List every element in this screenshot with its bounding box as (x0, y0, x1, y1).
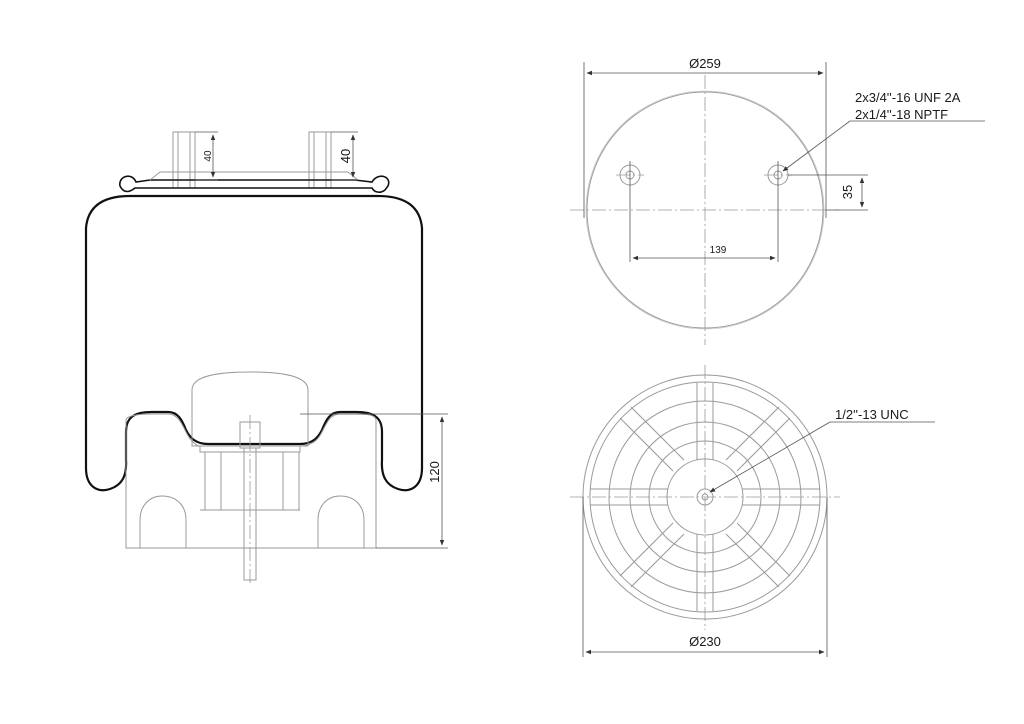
dim-stud-offset: 35 (788, 174, 868, 211)
center-bolt (239, 415, 261, 585)
stud-thread-line1: 2x3/4''-16 UNF 2A (855, 90, 961, 105)
dim-stud-left: 40 (195, 131, 218, 181)
bottom-thread-callout: 1/2''-13 UNC (709, 407, 935, 493)
piston (125, 371, 377, 549)
stud-hole-left (616, 161, 644, 262)
dim-stud-right: 40 (331, 131, 358, 181)
top-view: Ø259 139 35 2x3/4''-16 UNF 2A 2x1/4''-18… (570, 56, 985, 345)
bottom-thread-label: 1/2''-13 UNC (835, 407, 909, 422)
dim-stud-spacing: 139 (632, 245, 776, 261)
dim-stud-spacing-label: 139 (710, 245, 727, 256)
dim-top-diameter: Ø259 (583, 56, 827, 218)
bottom-view: Ø230 1/2''-13 UNC (570, 365, 935, 657)
dim-stud-right-label: 40 (338, 149, 353, 163)
stud-hole-right (764, 161, 792, 262)
top-bead-plate (119, 171, 390, 193)
dim-top-diameter-label: Ø259 (689, 56, 721, 71)
stud-thread-callout: 2x3/4''-16 UNF 2A 2x1/4''-18 NPTF (782, 90, 985, 172)
dim-stud-left-label: 40 (203, 150, 214, 162)
dim-base-height: 120 (300, 413, 448, 549)
dim-stud-offset-label: 35 (840, 185, 855, 199)
side-view: 40 40 120 (84, 131, 448, 585)
dim-bottom-diameter-label: Ø230 (689, 634, 721, 649)
dim-base-height-label: 120 (427, 461, 442, 483)
dim-bottom-diameter: Ø230 (582, 497, 828, 657)
stud-thread-line2: 2x1/4''-18 NPTF (855, 107, 948, 122)
piston-ribs (590, 383, 820, 611)
rubber-bellow (84, 194, 424, 492)
